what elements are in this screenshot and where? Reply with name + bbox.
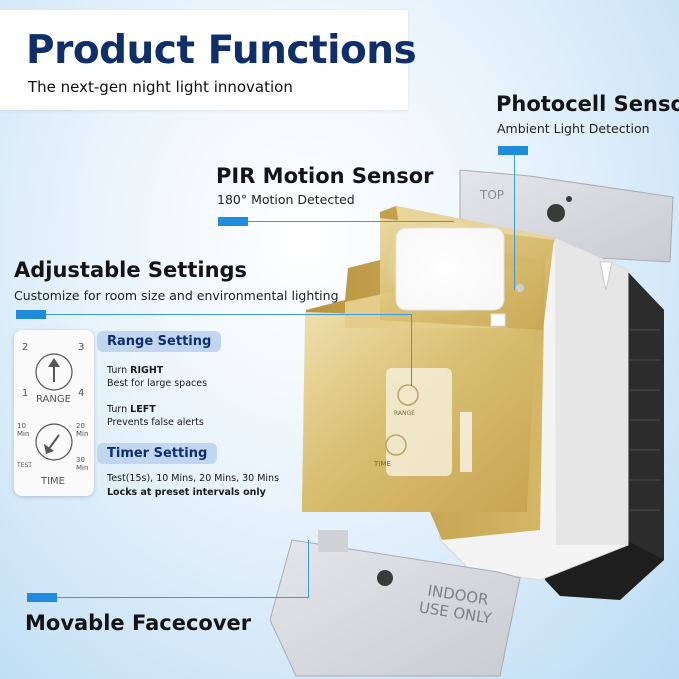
facecover-title: Movable Facecover [25,611,252,635]
adjustable-title: Adjustable Settings [14,258,248,282]
adjustable-marker [16,310,46,319]
adjustable-leader-line-v [411,314,412,386]
time-tick-test: TEST [17,462,32,469]
range-setting-pill: Range Setting [97,331,222,352]
header-banner [0,10,408,110]
time-tick-10-value: 10 [17,422,26,430]
facecover-marker [27,593,57,602]
time-dial-label: TIME [41,476,66,487]
plate-top-label: TOP [480,188,505,202]
adjustable-leader-line-h [46,314,411,315]
range-dial-label: RANGE [36,394,71,405]
range-tick-3: 3 [78,342,85,353]
page-subtitle: The next-gen night light innovation [28,78,293,96]
adjustable-description: Customize for room size and environmenta… [14,288,339,303]
facecover-leader-line-v [308,540,309,597]
time-tick-20-value: 20 [76,422,85,430]
pir-leader-line [246,221,454,222]
range-right-desc: Best for large spaces [107,378,208,389]
timer-options: Test(15s), 10 Mins, 20 Mins, 30 Mins [107,473,280,484]
range-tick-4: 4 [78,388,85,399]
bottom-mounting-strap [269,530,521,677]
dial-card: 2 3 1 4 RANGE 10 Min 20 Min 30 Min TEST … [14,330,94,496]
page-title: Product Functions [26,28,417,73]
range-left-prefix: Turn [107,404,131,415]
photocell-description: Ambient Light Detection [497,121,650,136]
range-right-word: RIGHT [130,365,164,376]
pir-description: 180° Motion Detected [217,192,355,207]
face-cover [302,206,556,540]
timer-note: Locks at preset intervals only [107,487,266,498]
photocell-leader-line [514,150,515,290]
range-right-prefix: Turn [107,365,131,376]
photocell-marker [498,146,528,155]
range-left-line: Turn LEFT [107,403,156,416]
time-tick-30: 30 Min [76,456,88,472]
pir-marker [218,217,248,226]
time-tick-30-unit: Min [76,464,89,472]
range-left-word: LEFT [130,404,156,415]
range-tick-2: 2 [22,342,29,353]
range-tick-1: 1 [22,388,29,399]
device-time-label: TIME [374,460,391,468]
time-tick-10: 10 Min [17,422,29,438]
facecover-leader-line-h [57,597,309,598]
range-left-desc: Prevents false alerts [107,417,204,428]
photocell-title: Photocell Sensor [496,92,679,116]
device-range-label: RANGE [394,410,415,417]
timer-setting-pill: Timer Setting [97,443,218,464]
time-tick-10-unit: Min [17,430,30,438]
dial-graphics [35,353,73,461]
pir-title: PIR Motion Sensor [216,164,434,188]
range-right-line: Turn RIGHT [107,364,163,377]
time-tick-30-value: 30 [76,456,85,464]
time-tick-20-unit: Min [76,430,89,438]
time-tick-20: 20 Min [76,422,88,438]
